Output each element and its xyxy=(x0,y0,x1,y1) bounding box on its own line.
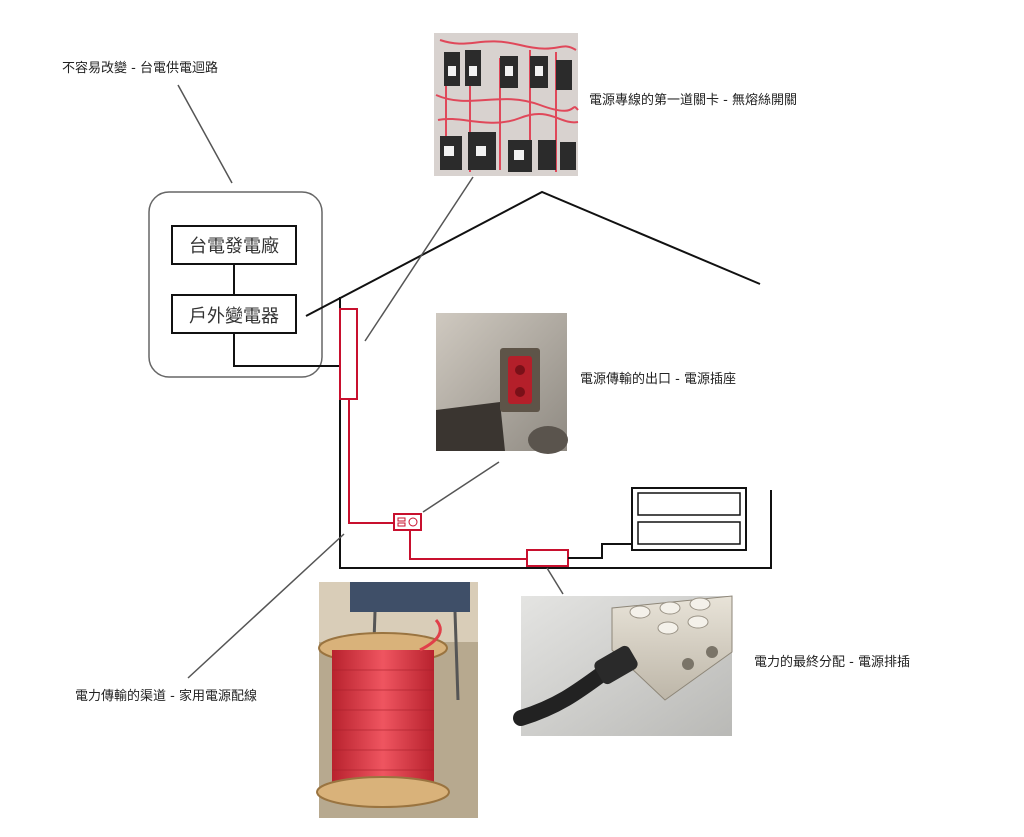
power-plant-label: 台電發電廠 xyxy=(189,235,279,257)
breaker-red-wires xyxy=(435,39,579,172)
grid-label: 不容易改變 - 台電供電迴路 xyxy=(62,60,218,76)
strip-photo-plug xyxy=(594,645,638,685)
house-outline xyxy=(305,190,772,569)
wiring-label: 電力傳輸的渠道 - 家用電源配線 xyxy=(75,688,257,704)
transformer-box xyxy=(171,294,297,334)
outlet-slot-top xyxy=(397,517,406,522)
service-drop-line xyxy=(233,333,340,367)
outlet-ground-hole xyxy=(408,517,418,527)
appliance-unit-bottom xyxy=(637,521,741,545)
breaker-label: 電源專線的第一道關卡 - 無熔絲開關 xyxy=(589,92,797,108)
outlet-photo-shadow-object xyxy=(436,402,505,451)
outlet-slot-bottom xyxy=(397,522,406,527)
breaker-labels xyxy=(444,66,543,160)
spool-wire-coil xyxy=(332,650,434,790)
spool-photo-chair xyxy=(350,582,470,612)
house-walls xyxy=(339,297,772,569)
transformer-label: 戶外變電器 xyxy=(189,306,279,327)
grid-rounded-frame xyxy=(148,191,323,378)
spool-bottom-flange xyxy=(316,776,450,808)
power-plant-box xyxy=(171,225,297,265)
strip-photo xyxy=(513,595,733,736)
appliance-unit-top xyxy=(637,492,741,516)
grid-callout-line xyxy=(177,84,233,184)
wiring-callout-line xyxy=(187,533,345,679)
breaker-photo xyxy=(434,33,579,176)
outlet-label: 電源傳輸的出口 - 電源插座 xyxy=(580,371,736,387)
house-wiring xyxy=(339,308,632,567)
outlet-photo-object xyxy=(528,426,568,454)
wire-to-outlet xyxy=(348,399,394,524)
spool-photo xyxy=(316,582,478,818)
appliance-device xyxy=(631,487,747,551)
breaker-callout-line xyxy=(364,176,474,342)
strip-callout-line xyxy=(546,567,564,595)
appliance-cord xyxy=(568,543,632,559)
power-strip-symbol xyxy=(526,549,569,567)
wire-to-strip xyxy=(409,530,527,560)
outlet-photo-receptacle xyxy=(508,356,532,404)
outlet-photo xyxy=(436,313,568,454)
outlet-callout-line xyxy=(422,461,500,513)
breaker-panel-symbol xyxy=(339,308,358,400)
grid-supply-group: 不容易改變 - 台電供電迴路 台電發電廠 戶外變電器 xyxy=(62,60,340,378)
strip-label: 電力的最終分配 - 電源排插 xyxy=(754,654,910,670)
house-roof xyxy=(305,190,761,317)
